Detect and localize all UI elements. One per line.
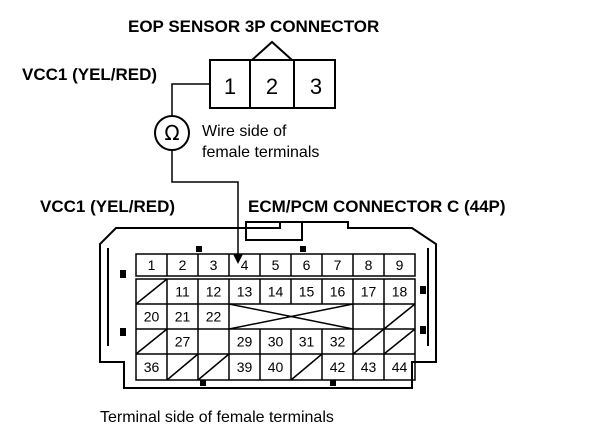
ohmmeter-icon	[154, 115, 190, 151]
ecm-pin-21: 21	[175, 309, 191, 325]
empty-cell-hatch	[166, 353, 199, 381]
ecm-wire-label: VCC1 (YEL/RED)	[40, 197, 175, 216]
ecm-pin-30: 30	[268, 334, 284, 350]
ecm-pin-7: 7	[334, 257, 342, 273]
ecm-pin-13: 13	[237, 284, 253, 300]
wire-side-note-line1: Wire side of	[202, 123, 287, 140]
empty-cell-hatch	[197, 353, 230, 381]
ecm-pin-9: 9	[396, 257, 404, 273]
ecm-pin-2: 2	[179, 257, 187, 273]
ecm-pin-42: 42	[330, 359, 346, 375]
ecm-pin-31: 31	[299, 334, 315, 350]
eop-pin-2: 2	[266, 74, 278, 99]
eop-wire-label: VCC1 (YEL/RED)	[22, 65, 157, 84]
ecm-pin-43: 43	[361, 359, 377, 375]
ecm-pin-17: 17	[361, 284, 377, 300]
probe-tip-icon	[233, 254, 243, 264]
eop-pin-1: 1	[224, 74, 236, 99]
ecm-pin-36: 36	[144, 359, 160, 375]
ecm-pin-5: 5	[272, 257, 280, 273]
connector-lock-tabs	[120, 246, 426, 386]
ecm-pin-11: 11	[175, 284, 190, 300]
terminal-side-note: Terminal side of female terminals	[100, 409, 334, 426]
ecm-pin-40: 40	[268, 359, 284, 375]
empty-cell-hatch	[383, 328, 416, 355]
ecm-pin-20: 20	[144, 309, 160, 325]
pin-row-1	[135, 253, 416, 277]
ecm-pin-3: 3	[210, 257, 218, 273]
ecm-pin-22: 22	[206, 309, 222, 325]
ecm-pin-32: 32	[330, 334, 346, 350]
ecm-pin-39: 39	[237, 359, 253, 375]
ecm-connector-title: ECM/PCM CONNECTOR C (44P)	[248, 197, 506, 216]
ecm-pin-44: 44	[392, 359, 408, 375]
ecm-pin-6: 6	[303, 257, 311, 273]
ecm-connector-housing	[99, 221, 437, 389]
ecm-pin-4: 4	[241, 257, 249, 273]
ecm-pin-15: 15	[299, 284, 315, 300]
ohm-symbol: Ω	[164, 121, 179, 145]
ecm-pin-grid	[135, 253, 416, 381]
ecm-pin-18: 18	[392, 284, 408, 300]
probe-wire	[171, 83, 239, 262]
empty-cell-hatch	[135, 328, 168, 355]
ecm-pin-8: 8	[365, 257, 373, 273]
ecm-pin-12: 12	[206, 284, 222, 300]
empty-cell-hatch	[383, 303, 416, 330]
eop-pin-3: 3	[310, 74, 322, 99]
empty-cell-hatch	[135, 278, 168, 305]
empty-cell-hatch	[290, 353, 323, 381]
ecm-pin-16: 16	[330, 284, 346, 300]
ecm-pin-27: 27	[175, 334, 191, 350]
wire-side-note-line2: female terminals	[202, 144, 319, 161]
ecm-pin-1: 1	[148, 257, 156, 273]
ecm-pin-29: 29	[237, 334, 253, 350]
eop-connector-title: EOP SENSOR 3P CONNECTOR	[128, 17, 379, 36]
empty-cell-hatch	[352, 328, 385, 355]
ecm-pin-14: 14	[268, 284, 284, 300]
